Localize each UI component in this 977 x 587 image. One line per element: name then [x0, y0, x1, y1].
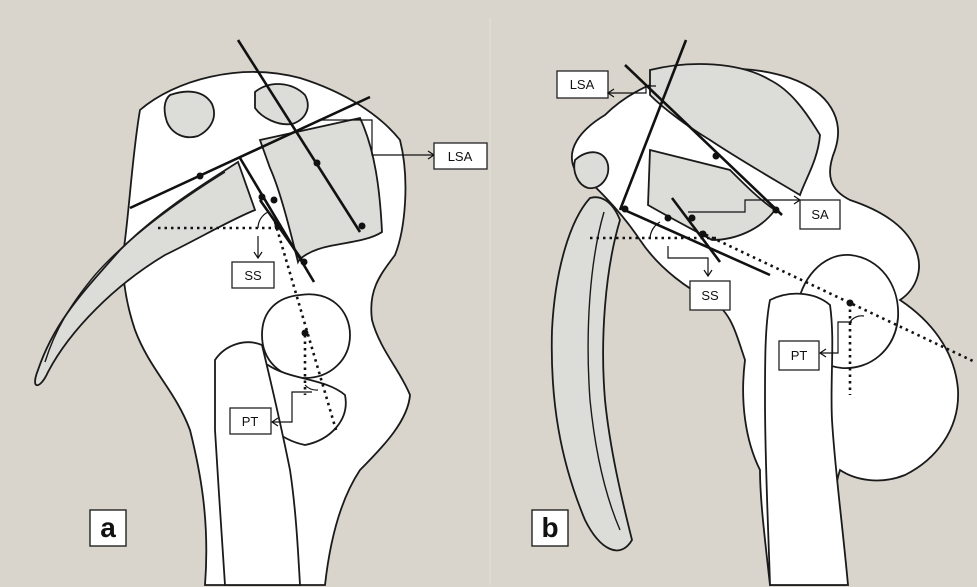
panel-b-ss-label: SS: [701, 288, 719, 303]
panel-b-point: [622, 206, 629, 213]
panel-b-letter: b: [541, 512, 558, 543]
panel-b-point: [689, 215, 696, 222]
panel-a-point: [197, 173, 204, 180]
panel-a-point: [275, 223, 282, 230]
panel-a-pt-label: PT: [242, 414, 259, 429]
panel-b-lsa-label: LSA: [570, 77, 595, 92]
panel-b-pt-label: PT: [791, 348, 808, 363]
panel-b-sa-label: SA: [811, 207, 829, 222]
panel-a-point: [259, 194, 266, 201]
panel-a-point: [271, 197, 278, 204]
panel-b-point: [665, 215, 672, 222]
panel-b-point: [847, 300, 854, 307]
panel-b-point: [773, 207, 780, 214]
panel-b-point: [700, 231, 707, 238]
panel-a-point: [302, 330, 309, 337]
panel-b-spinous-process: [574, 152, 608, 188]
panel-a-point: [359, 223, 366, 230]
panel-a-lsa-label: LSA: [448, 149, 473, 164]
panel-a-point: [301, 259, 308, 266]
panel-a-letter: a: [100, 512, 116, 543]
panel-a-l4-vertebra: [165, 92, 214, 138]
panel-b-letter-badge: b: [532, 510, 568, 546]
panel-b-point: [713, 153, 720, 160]
panel-a-letter-badge: a: [90, 510, 126, 546]
panel-a-ss-label: SS: [244, 268, 262, 283]
panel-a-point: [314, 160, 321, 167]
